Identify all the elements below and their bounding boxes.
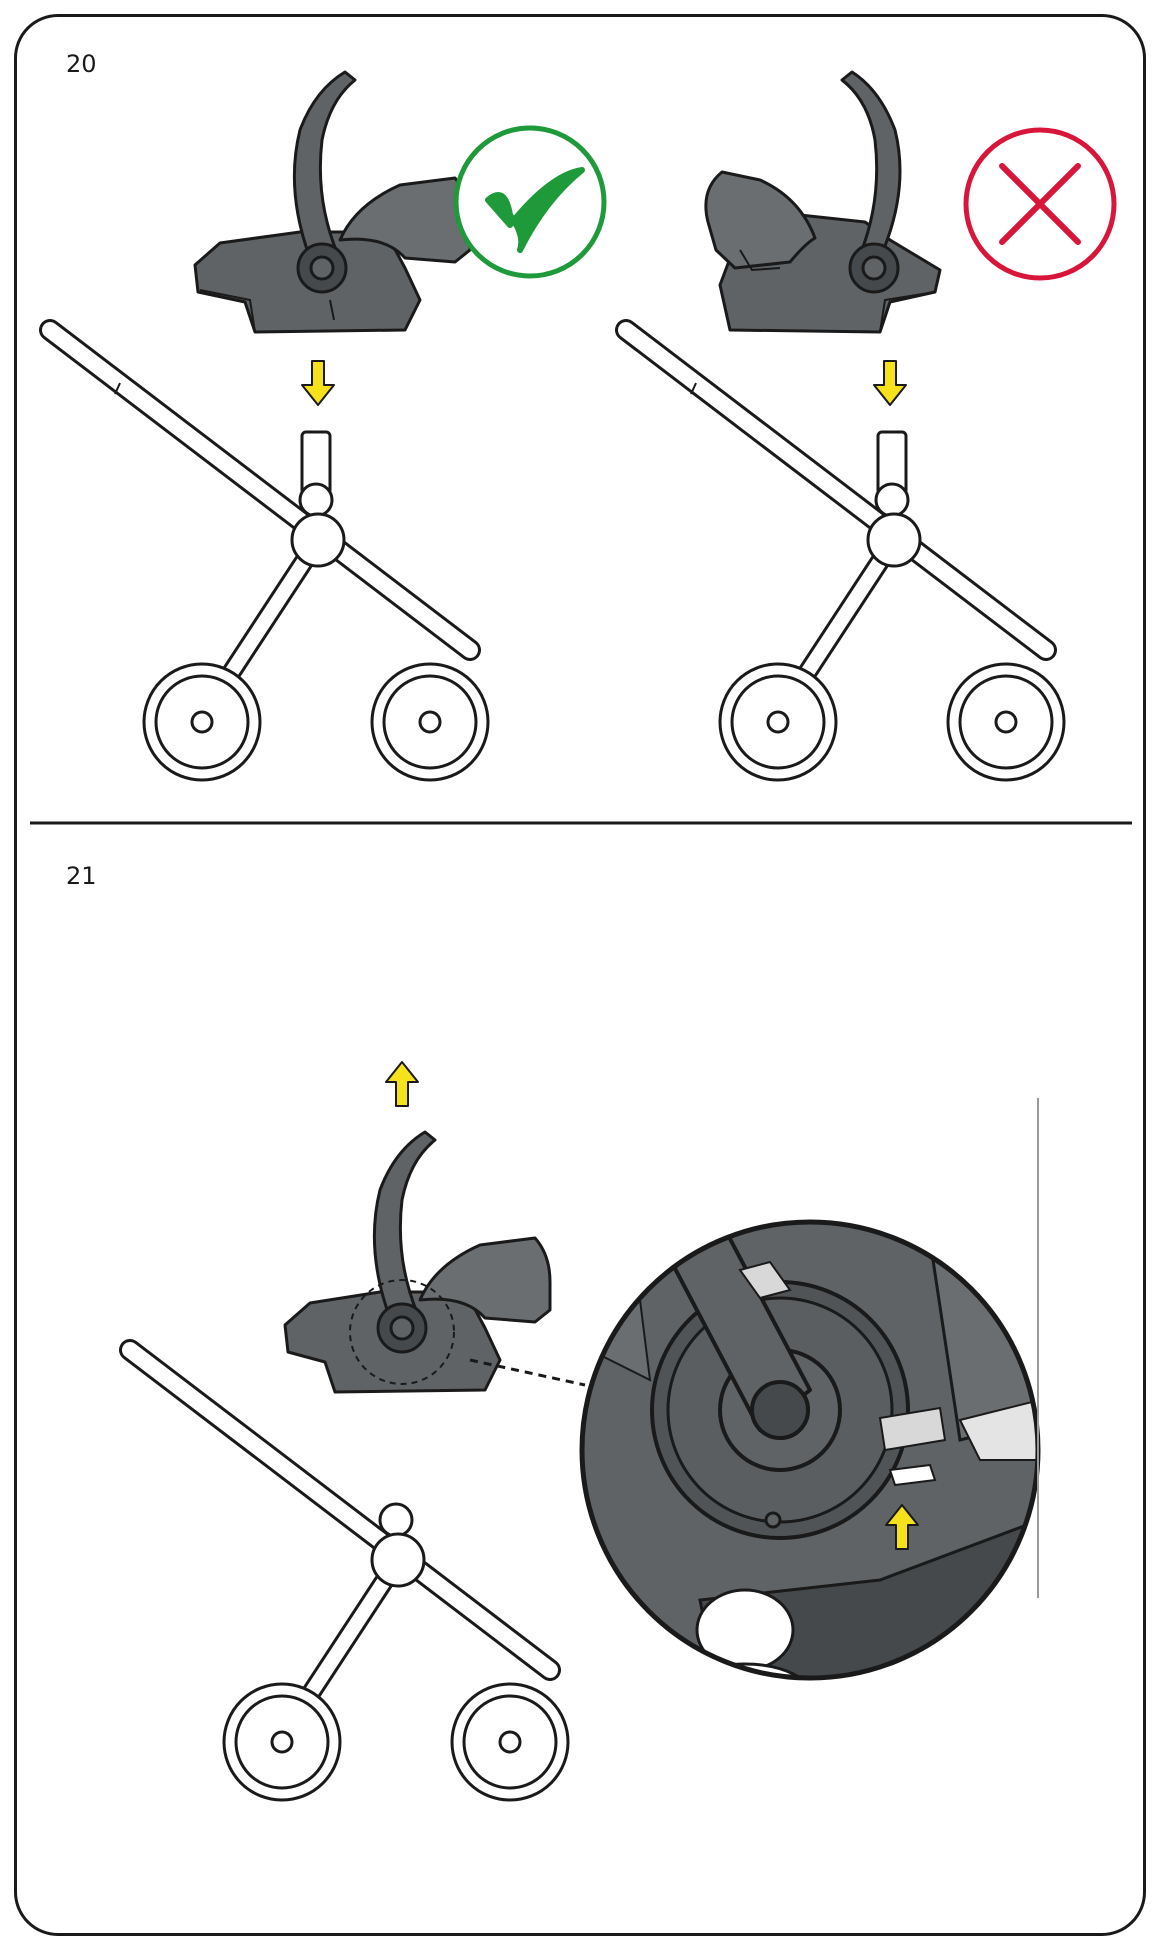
car-seat (283, 1130, 552, 1394)
step-20-incorrect-illustration (626, 70, 1117, 780)
stroller-frame (50, 330, 488, 780)
step-20-correct-illustration (50, 70, 607, 780)
arrow-up-icon (385, 1061, 419, 1107)
instruction-frame (14, 14, 1146, 1936)
step-number-20: 20 (66, 50, 97, 78)
step-21-illustration (119, 1061, 1041, 1802)
cross-icon (963, 127, 1117, 281)
car-seat-reversed (704, 70, 942, 334)
arrow-up-icon (885, 1504, 919, 1550)
car-seat (193, 70, 472, 334)
magnified-detail (579, 1219, 1041, 1681)
arrow-down-icon (873, 360, 907, 406)
step-number-21: 21 (66, 862, 97, 890)
arrow-down-icon (301, 360, 335, 406)
checkmark-icon (453, 125, 607, 279)
stroller-frame (626, 330, 1064, 780)
